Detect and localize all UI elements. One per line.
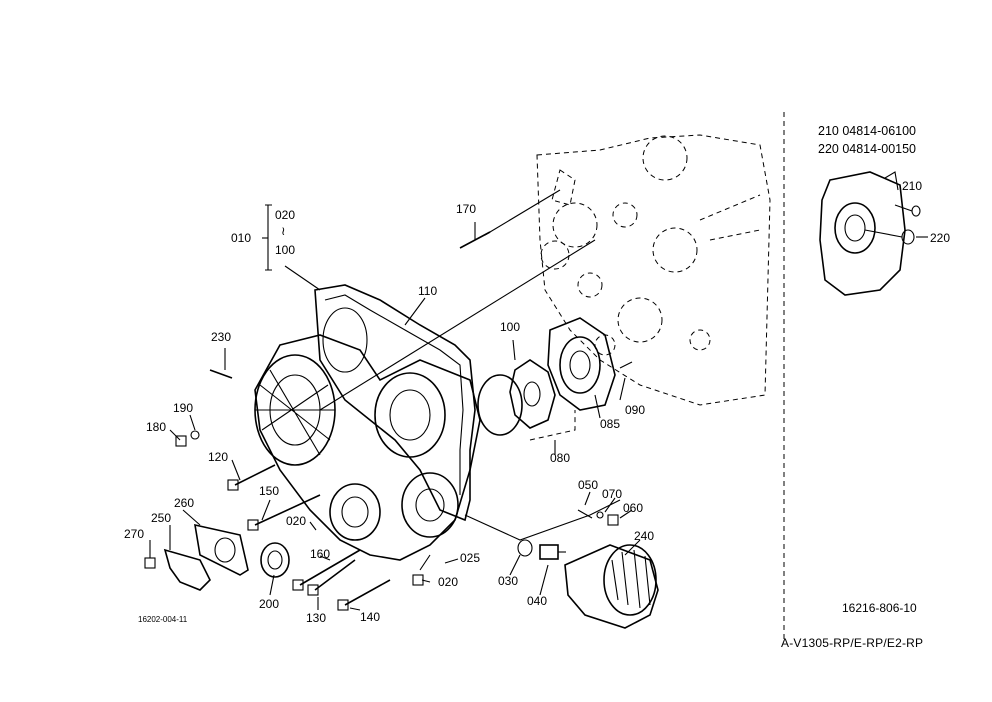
callout-020-range-start: 020 (275, 208, 296, 222)
callout-020-left: 020 (286, 514, 307, 528)
callout-range-tilde: ≀ (281, 224, 286, 238)
callout-020-bottom: 020 (438, 575, 459, 589)
callout-150: 150 (259, 484, 280, 498)
inset-part-line-1: 210 04814-06100 (818, 124, 917, 138)
callout-100: 100 (500, 320, 521, 334)
figure-code: 16202-004-11 (138, 615, 188, 624)
callout-060: 060 (623, 501, 644, 515)
callout-190: 190 (173, 401, 194, 415)
callout-050: 050 (578, 478, 599, 492)
callout-010: 010 (231, 231, 252, 245)
engine-block-outline (536, 134, 771, 406)
callout-040: 040 (527, 594, 548, 608)
oil-pump (477, 317, 616, 441)
callout-025: 025 (460, 551, 481, 565)
callout-250: 250 (151, 511, 172, 525)
callout-240: 240 (634, 529, 655, 543)
callout-220: 220 (930, 231, 951, 245)
callout-210: 210 (902, 179, 923, 193)
callout-030: 030 (498, 574, 519, 588)
inset-drawing (819, 171, 928, 296)
front-flange (254, 354, 336, 466)
callout-180: 180 (146, 420, 167, 434)
callout-160: 160 (310, 547, 331, 561)
leader-lines (149, 189, 641, 611)
callout-270: 270 (124, 527, 145, 541)
callout-085: 085 (600, 417, 621, 431)
filter-nipple (517, 539, 566, 560)
callout-100-range-end: 100 (275, 243, 296, 257)
model-designation: A-V1305-RP/E-RP/E2-RP (781, 636, 924, 650)
callout-260: 260 (174, 496, 195, 510)
callout-130: 130 (306, 611, 327, 625)
inset-part-line-2: 220 04814-00150 (818, 142, 917, 156)
callout-070: 070 (602, 487, 623, 501)
drawing-number: 16216-806-10 (842, 601, 917, 615)
bolts (144, 231, 633, 611)
callout-090: 090 (625, 403, 646, 417)
callout-170: 170 (456, 202, 477, 216)
callout-120: 120 (208, 450, 229, 464)
gear-case-gasket (314, 284, 476, 522)
oil-filter (564, 544, 659, 629)
cover-plate (163, 523, 290, 591)
callout-230: 230 (211, 330, 232, 344)
callout-200: 200 (259, 597, 280, 611)
callout-110: 110 (418, 284, 438, 298)
callout-140: 140 (360, 610, 381, 624)
callout-080: 080 (550, 451, 571, 465)
